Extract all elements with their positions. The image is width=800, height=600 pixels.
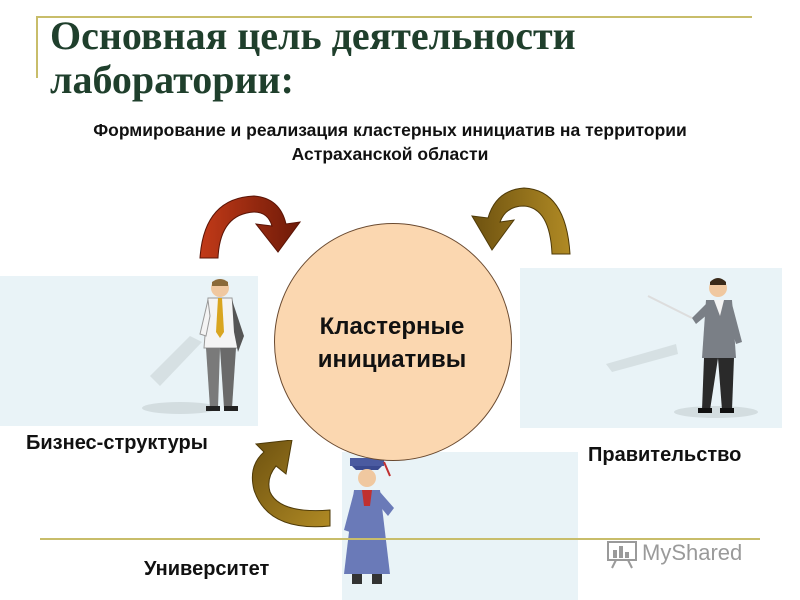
business-structures-label: Бизнес-структуры (26, 432, 208, 454)
government-panel (520, 268, 782, 428)
subtitle: Формирование и реализация кластерных ини… (93, 120, 687, 164)
bottom-divider (40, 538, 760, 540)
center-label: Кластерные инициативы (317, 313, 467, 373)
government-label: Правительство (588, 444, 742, 466)
government-official-figure-icon (606, 278, 758, 418)
watermark-text: MyShared (642, 540, 742, 565)
curved-arrow-top-right-icon (471, 187, 571, 255)
graduate-figure-icon (344, 458, 394, 584)
page-title: Основная цель деятельности лаборатории: (50, 13, 576, 102)
title-frame-left (36, 16, 38, 78)
businessman-figure-icon (142, 279, 244, 414)
presentation-icon: MyShared (607, 540, 742, 569)
university-label: Университет (144, 558, 270, 580)
curved-arrow-bottom-left-icon (251, 440, 331, 528)
myshared-watermark: MyShared (606, 536, 766, 577)
center-circle (274, 223, 512, 461)
curved-arrow-top-left-icon (199, 195, 302, 259)
title-frame-top (36, 16, 752, 18)
